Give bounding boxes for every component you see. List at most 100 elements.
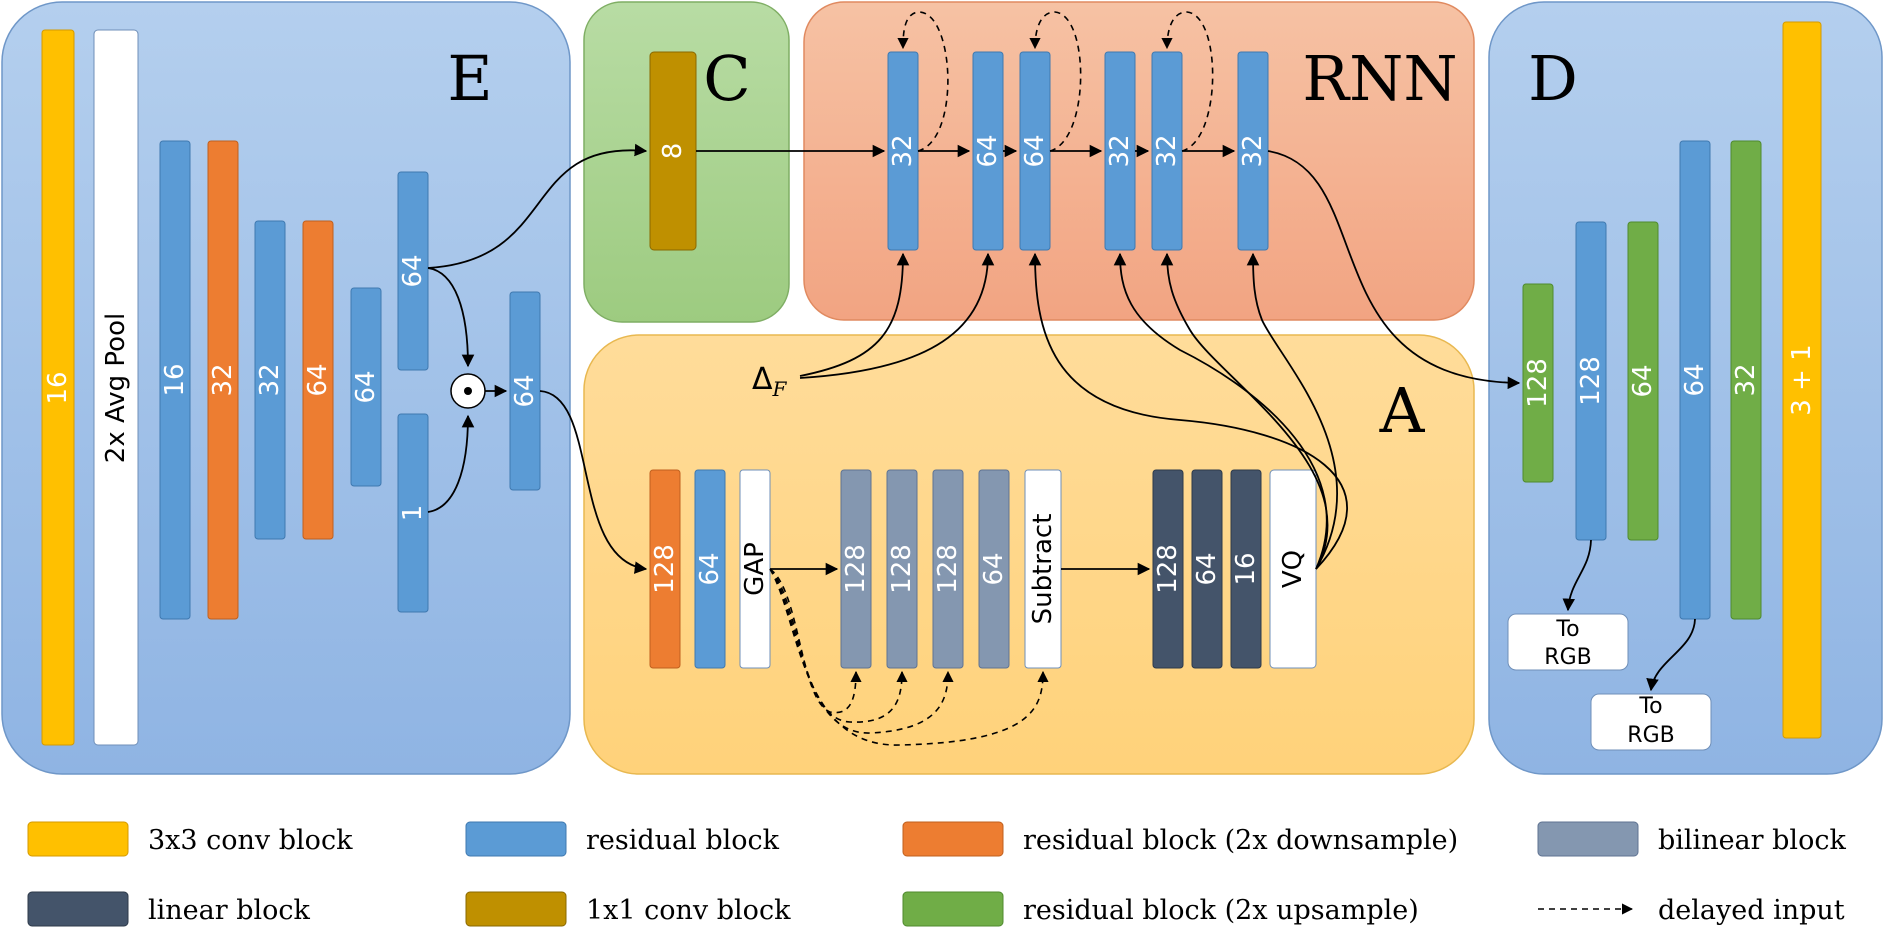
arrow-rnn6-to-decoder — [1267, 150, 1521, 390]
arrow-res128-to-torgb1 — [1562, 539, 1592, 612]
rnn-block-3: 64 — [1019, 51, 1051, 251]
region-d-label: D — [1528, 42, 1578, 115]
legend-item-conv3x3: 3x3 conv block — [27, 821, 353, 857]
decoder-upsample-block-32: 32 — [1730, 140, 1762, 620]
svg-text:64: 64 — [1680, 363, 1710, 396]
svg-text:128: 128 — [1576, 356, 1606, 406]
encoder-residual-block-64b: 64 — [397, 171, 429, 371]
rnn-block-6: 32 — [1237, 51, 1269, 251]
svg-text:128: 128 — [887, 544, 917, 594]
legend-item-conv1x1: 1x1 conv block — [465, 891, 791, 927]
encoder-downsample-block-64: 64 — [302, 220, 334, 540]
a-vq-block: VQ — [1269, 469, 1317, 669]
svg-text:128: 128 — [1523, 358, 1553, 408]
arrow-res64-to-torgb2 — [1646, 618, 1696, 692]
delayed-gap-to-bil3 — [769, 568, 954, 734]
encoder-mask-block-1: 1 — [397, 413, 429, 613]
legend: 3x3 conv block residual block residual b… — [27, 821, 1846, 927]
rnn-block-5: 32 — [1151, 51, 1183, 251]
region-e-label: E — [447, 42, 492, 115]
svg-text:1: 1 — [398, 505, 428, 522]
encoder-residual-block-64-out: 64 — [509, 291, 541, 491]
legend-item-residual: residual block — [465, 821, 780, 857]
svg-text:64: 64 — [1192, 552, 1222, 585]
svg-text:residual block (2x downsample): residual block (2x downsample) — [1023, 825, 1458, 856]
svg-text:64: 64 — [695, 552, 725, 585]
svg-text:linear block: linear block — [148, 895, 311, 926]
dashed-connections — [769, 11, 1214, 746]
arrow-vq-to-rnn6 — [1246, 252, 1338, 570]
svg-text:RGB: RGB — [1544, 645, 1591, 670]
svg-text:128: 128 — [1153, 544, 1183, 594]
svg-text:RGB: RGB — [1627, 723, 1674, 748]
encoder-avgpool-block: 2x Avg Pool — [93, 29, 139, 746]
svg-text:delayed input: delayed input — [1658, 895, 1845, 926]
arrow-enc64-to-product — [427, 267, 475, 368]
svg-text:3x3 conv block: 3x3 conv block — [148, 825, 353, 856]
rnn-block-4: 32 — [1104, 51, 1136, 251]
svg-text:64: 64 — [979, 552, 1009, 585]
a-gap-block: GAP — [739, 469, 771, 669]
svg-text:128: 128 — [933, 544, 963, 594]
a-linear-block-64: 64 — [1191, 469, 1223, 669]
to-rgb-box-2: To RGB — [1590, 693, 1712, 751]
a-bilinear-block-1: 128 — [840, 469, 872, 669]
svg-text:residual block (2x upsample): residual block (2x upsample) — [1023, 895, 1419, 926]
encoder-residual-block-32: 32 — [254, 220, 286, 540]
svg-text:16: 16 — [43, 371, 73, 404]
decoder-upsample-block-64: 64 — [1627, 221, 1659, 541]
svg-text:64: 64 — [398, 254, 428, 287]
delayed-gap-to-bil2 — [769, 568, 908, 723]
decoder-residual-block-128: 128 — [1575, 221, 1607, 541]
decoder-residual-block-64: 64 — [1679, 140, 1711, 620]
legend-item-bilinear: bilinear block — [1537, 821, 1846, 857]
rnn-block-2: 64 — [972, 51, 1004, 251]
recurrent-loop-rnn1 — [897, 11, 949, 152]
a-subtract-block: Subtract — [1024, 469, 1062, 669]
decoder-conv3x3-output-block: 3 + 1 — [1782, 21, 1822, 739]
svg-text:16: 16 — [160, 363, 190, 396]
svg-text:To: To — [1638, 694, 1662, 719]
region-rnn-label: RNN — [1302, 42, 1457, 115]
a-linear-block-16: 16 — [1230, 469, 1262, 669]
svg-text:64: 64 — [351, 370, 381, 403]
encoder-downsample-block-32: 32 — [207, 140, 239, 620]
svg-text:64: 64 — [303, 363, 333, 396]
svg-text:GAP: GAP — [740, 542, 770, 596]
arrow-delta-to-rnn1 — [799, 252, 910, 377]
svg-text:16: 16 — [1231, 552, 1261, 585]
legend-item-residual-up: residual block (2x upsample) — [902, 891, 1419, 927]
solid-connections — [427, 143, 1696, 692]
svg-text:32: 32 — [255, 363, 285, 396]
encoder-residual-block-16: 16 — [159, 140, 191, 620]
svg-text:8: 8 — [658, 143, 688, 160]
svg-text:1x1 conv block: 1x1 conv block — [586, 895, 791, 926]
legend-item-linear: linear block — [27, 891, 311, 927]
svg-text:To: To — [1555, 617, 1579, 642]
arrow-delta-to-rnn2 — [799, 252, 995, 379]
svg-text:128: 128 — [650, 544, 680, 594]
svg-text:64: 64 — [510, 374, 540, 407]
svg-text:bilinear block: bilinear block — [1658, 825, 1846, 856]
a-linear-block-128: 128 — [1152, 469, 1184, 669]
svg-text:2x Avg Pool: 2x Avg Pool — [101, 313, 131, 463]
arrow-enc64out-to-a — [539, 390, 648, 574]
svg-text:3 + 1: 3 + 1 — [1787, 344, 1817, 415]
encoder-residual-block-64a: 64 — [350, 287, 382, 487]
svg-text:32: 32 — [1152, 134, 1182, 167]
legend-item-delayed: delayed input — [1538, 895, 1845, 926]
region-c-label: C — [703, 42, 750, 115]
svg-text:64: 64 — [1020, 134, 1050, 167]
svg-text:32: 32 — [888, 134, 918, 167]
svg-text:ΔF: ΔF — [752, 362, 788, 401]
arrow-enc64-to-c — [427, 143, 648, 269]
svg-text:VQ: VQ — [1278, 550, 1308, 588]
region-rnn: RNN — [803, 1, 1475, 321]
elementwise-product-node — [450, 373, 486, 409]
region-a-label: A — [1379, 374, 1426, 447]
legend-item-residual-down: residual block (2x downsample) — [902, 821, 1458, 857]
a-bilinear-block-3: 128 — [932, 469, 964, 669]
to-rgb-box-1: To RGB — [1507, 613, 1629, 671]
svg-text:32: 32 — [208, 363, 238, 396]
